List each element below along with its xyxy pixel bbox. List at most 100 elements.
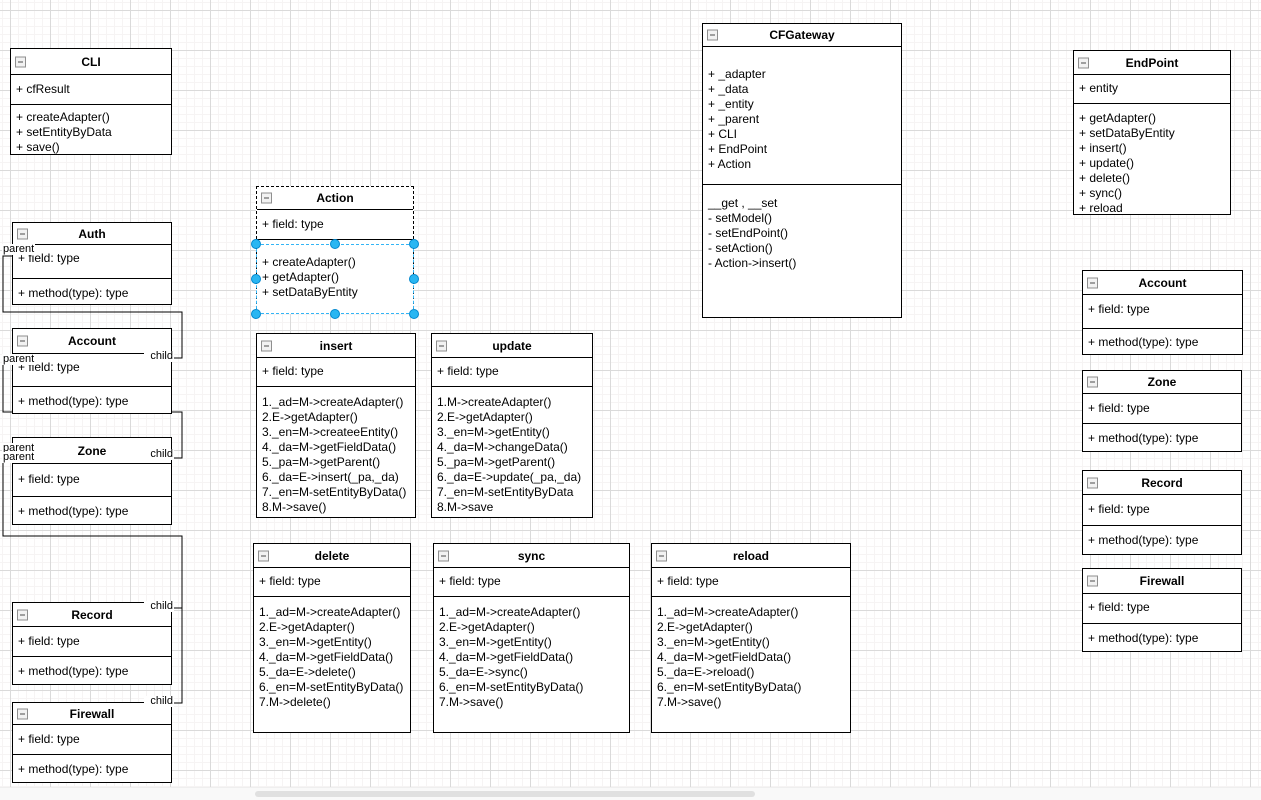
uml-class-record-left[interactable]: Record + field: type + method(type): typ… <box>12 602 172 685</box>
methods-section[interactable]: + method(type): type <box>1083 424 1241 451</box>
uml-class-account-right[interactable]: Account + field: type + method(type): ty… <box>1082 270 1243 355</box>
selection-handle-s[interactable] <box>330 309 340 319</box>
collapse-icon[interactable] <box>1087 277 1098 288</box>
uml-class-cli[interactable]: CLI + cfResult + createAdapter()+ setEnt… <box>10 48 172 155</box>
methods-section[interactable]: + method(type): type <box>1083 329 1242 354</box>
uml-class-record-right[interactable]: Record + field: type + method(type): typ… <box>1082 470 1242 555</box>
methods-section[interactable]: 1._ad=M->createAdapter()2.E->getAdapter(… <box>652 597 850 732</box>
uml-class-account-left[interactable]: Account + field: type + method(type): ty… <box>12 328 172 414</box>
uml-class-delete[interactable]: delete + field: type 1._ad=M->createAdap… <box>253 543 411 733</box>
collapse-icon[interactable] <box>17 335 28 347</box>
methods-section[interactable]: 1._ad=M->createAdapter()2.E->getAdapter(… <box>434 597 629 732</box>
methods-section[interactable]: + method(type): type <box>1083 526 1241 554</box>
text-line: + getAdapter() <box>262 270 340 284</box>
attributes-section[interactable]: + field: type <box>1083 594 1241 624</box>
attributes-section[interactable]: + field: type <box>257 358 415 387</box>
attributes-section[interactable]: + field: type <box>652 568 850 597</box>
edge-label-parent[interactable]: parent <box>2 451 36 463</box>
attributes-section[interactable]: + field: type <box>254 568 410 597</box>
text-line: + EndPoint <box>708 142 768 156</box>
attributes-section[interactable]: + field: type <box>13 627 171 657</box>
selection-handle-nw[interactable] <box>251 239 261 249</box>
collapse-icon[interactable] <box>1087 477 1098 488</box>
collapse-icon[interactable] <box>261 340 272 351</box>
collapse-icon[interactable] <box>17 228 28 239</box>
selection-handle-ne[interactable] <box>409 239 419 249</box>
horizontal-scrollbar-thumb[interactable] <box>255 791 755 797</box>
text-line: 4._da=M->getFieldData() <box>439 650 574 664</box>
methods-section[interactable]: + method(type): type <box>1083 624 1241 651</box>
class-title-bar: Zone <box>1083 371 1241 394</box>
edge-label-child[interactable]: child <box>144 696 174 707</box>
selection-handle-sw[interactable] <box>251 309 261 319</box>
text-line: - Action->insert() <box>708 256 797 270</box>
text-line: + method(type): type <box>1088 631 1199 645</box>
attributes-section[interactable]: + field: type <box>13 245 171 279</box>
uml-class-cfgateway[interactable]: CFGateway + _adapter+ _data+ _entity+ _p… <box>702 23 902 318</box>
edge-label-parent[interactable]: parent <box>2 442 36 454</box>
collapse-icon[interactable] <box>15 56 26 67</box>
attributes-section[interactable]: + field: type <box>257 210 413 240</box>
collapse-icon[interactable] <box>656 550 667 561</box>
collapse-icon[interactable] <box>258 550 269 561</box>
attributes-section[interactable]: + cfResult <box>11 75 171 105</box>
methods-section[interactable]: 1._ad=M->createAdapter()2.E->getAdapter(… <box>257 387 415 517</box>
attributes-section[interactable]: + _adapter+ _data+ _entity+ _parent+ CLI… <box>703 47 901 185</box>
methods-section[interactable]: + createAdapter()+ setEntityByData+ save… <box>11 105 171 155</box>
class-title: Account <box>1138 275 1187 290</box>
uml-class-firewall-right[interactable]: Firewall + field: type + method(type): t… <box>1082 568 1242 652</box>
class-title: Account <box>68 334 116 348</box>
edge-label-child[interactable]: child <box>144 449 174 460</box>
methods-section[interactable]: 1._ad=M->createAdapter()2.E->getAdapter(… <box>254 597 410 732</box>
uml-class-sync[interactable]: sync + field: type 1._ad=M->createAdapte… <box>433 543 630 733</box>
attributes-section[interactable]: + field: type <box>434 568 629 597</box>
attributes-section[interactable]: + entity <box>1074 75 1230 104</box>
uml-class-endpoint[interactable]: EndPoint + entity + getAdapter()+ setDat… <box>1073 50 1231 215</box>
methods-section[interactable]: + method(type): type <box>13 279 171 304</box>
collapse-icon[interactable] <box>261 192 272 204</box>
edge-label-parent[interactable]: parent <box>2 243 36 255</box>
uml-class-reload[interactable]: reload + field: type 1._ad=M->createAdap… <box>651 543 851 733</box>
collapse-icon[interactable] <box>1078 57 1089 68</box>
attributes-section[interactable]: + field: type <box>432 358 592 387</box>
attributes-section[interactable]: + field: type <box>13 464 171 497</box>
attributes-section[interactable]: + field: type <box>1083 394 1241 424</box>
uml-class-update[interactable]: update + field: type 1.M->createAdapter(… <box>431 333 593 518</box>
methods-section[interactable]: + method(type): type <box>13 387 171 413</box>
attributes-section[interactable]: + field: type <box>13 725 171 755</box>
uml-class-zone-right[interactable]: Zone + field: type + method(type): type <box>1082 370 1242 452</box>
collapse-icon[interactable] <box>1087 376 1098 388</box>
uml-class-auth[interactable]: Auth + field: type + method(type): type <box>12 222 172 305</box>
methods-section[interactable]: 1.M->createAdapter()2.E->getAdapter()3._… <box>432 387 592 517</box>
uml-class-firewall-left[interactable]: Firewall + field: type + method(type): t… <box>12 702 172 783</box>
selection-handle-se[interactable] <box>409 309 419 319</box>
selection-handle-n[interactable] <box>330 239 340 249</box>
methods-section[interactable]: + method(type): type <box>13 755 171 782</box>
edge-label-child[interactable]: child <box>144 601 174 612</box>
horizontal-scrollbar-track[interactable] <box>0 787 1261 800</box>
connector-auth-account[interactable] <box>2 255 183 359</box>
methods-section[interactable]: + method(type): type <box>13 657 171 684</box>
collapse-icon[interactable] <box>17 609 28 620</box>
edge-label-parent[interactable]: parent <box>2 353 36 365</box>
collapse-icon[interactable] <box>438 550 449 561</box>
methods-section[interactable]: + createAdapter()+ getAdapter()+ setData… <box>257 240 413 313</box>
text-line: 2.E->getAdapter() <box>262 410 358 424</box>
collapse-icon[interactable] <box>1087 575 1098 587</box>
selection-handle-w[interactable] <box>251 274 261 284</box>
collapse-icon[interactable] <box>707 29 718 41</box>
collapse-icon[interactable] <box>17 708 28 719</box>
attributes-section[interactable]: + field: type <box>1083 495 1241 526</box>
selection-handle-e[interactable] <box>409 274 419 284</box>
class-title-bar: CLI <box>11 49 171 75</box>
collapse-icon[interactable] <box>436 340 447 351</box>
methods-section[interactable]: + getAdapter()+ setDataByEntity+ insert(… <box>1074 104 1230 216</box>
uml-class-action[interactable]: Action + field: type + createAdapter()+ … <box>256 186 414 314</box>
attributes-section[interactable]: + field: type <box>1083 295 1242 329</box>
methods-section[interactable]: + method(type): type <box>13 497 171 524</box>
methods-section[interactable]: __get , __set- setModel()- setEndPoint()… <box>703 185 901 317</box>
uml-class-insert[interactable]: insert + field: type 1._ad=M->createAdap… <box>256 333 416 518</box>
edge-label-child[interactable]: child <box>144 351 174 362</box>
